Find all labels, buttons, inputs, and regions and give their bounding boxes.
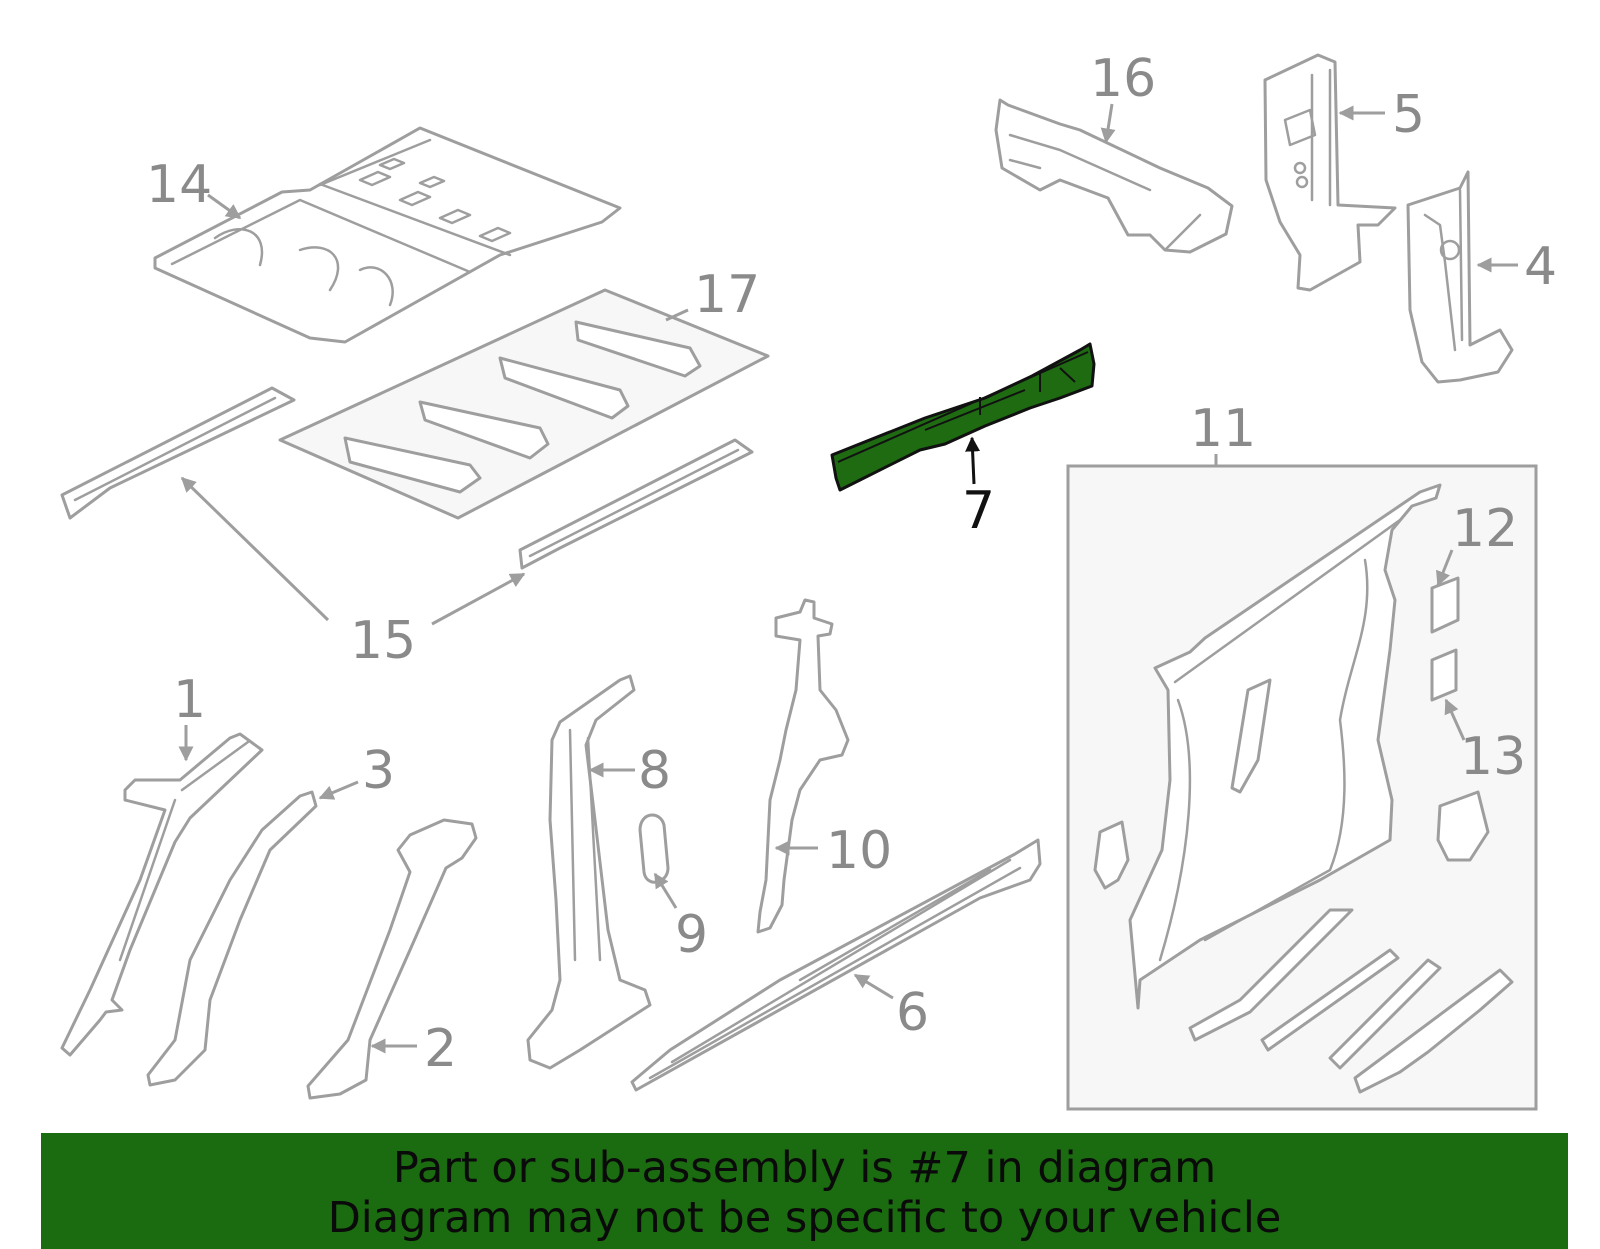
part-10-brace[interactable] <box>756 598 850 934</box>
leader-13 <box>1444 698 1466 741</box>
banner-line-1: Part or sub-assembly is #7 in diagram <box>392 1143 1217 1193</box>
part-9-plug[interactable] <box>638 813 670 884</box>
part-5-bracket[interactable] <box>1263 53 1397 292</box>
callout-3: 3 <box>362 741 395 801</box>
part-7-highlighted[interactable] <box>830 342 1096 492</box>
part-4-bracket[interactable] <box>1406 170 1514 384</box>
callout-14: 14 <box>146 155 212 215</box>
leader-9 <box>653 872 678 909</box>
part-16-reinforcement[interactable] <box>994 98 1234 254</box>
callout-8: 8 <box>638 741 671 801</box>
leader-15b <box>431 572 526 626</box>
callout-12: 12 <box>1452 499 1518 559</box>
callout-5: 5 <box>1392 85 1425 145</box>
part-15-floor-rails[interactable] <box>60 386 754 570</box>
callout-6: 6 <box>896 983 929 1043</box>
part-13-patch[interactable] <box>1430 648 1458 702</box>
parts-diagram: 1 2 3 4 5 6 7 8 9 10 11 12 13 14 15 16 1… <box>60 49 1557 1111</box>
callout-1: 1 <box>173 670 206 730</box>
leader-14 <box>207 193 242 220</box>
callout-16: 16 <box>1090 49 1156 109</box>
leader-12 <box>1436 549 1454 587</box>
leader-6 <box>853 973 894 1000</box>
callout-7: 7 <box>962 481 995 541</box>
leader-17 <box>665 308 689 322</box>
part-8-pillar[interactable] <box>526 674 652 1070</box>
part-3-pillar[interactable] <box>146 790 318 1087</box>
part-17-floor-braces[interactable] <box>278 288 770 520</box>
banner-line-2: Diagram may not be specific to your vehi… <box>327 1193 1282 1243</box>
part-14-floor-pan[interactable] <box>153 126 622 344</box>
info-banner: Part or sub-assembly is #7 in diagram Di… <box>41 1133 1568 1249</box>
part-2-pillar[interactable] <box>306 818 478 1100</box>
callout-4: 4 <box>1524 237 1557 297</box>
leader-3 <box>318 780 359 800</box>
leader-15a <box>180 476 330 622</box>
leader-7 <box>965 436 981 485</box>
callout-17: 17 <box>694 265 760 325</box>
part-6-rocker[interactable] <box>630 838 1042 1092</box>
leader-16 <box>1100 103 1116 144</box>
part-11-body-side-group[interactable] <box>1066 464 1538 1111</box>
callout-10: 10 <box>826 821 892 881</box>
callout-9: 9 <box>675 905 708 965</box>
callout-11: 11 <box>1190 399 1256 459</box>
callout-15: 15 <box>350 611 416 671</box>
callout-2: 2 <box>424 1019 457 1079</box>
part-1-pillar[interactable] <box>60 732 264 1057</box>
callout-13: 13 <box>1460 727 1526 787</box>
